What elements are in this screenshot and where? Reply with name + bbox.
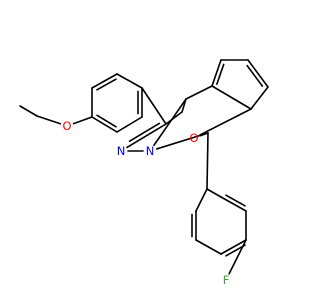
bond-c14-c13 (165, 111, 183, 125)
bond-ar6-ar1-second (96, 114, 117, 128)
bond-c11-c10-second (216, 63, 225, 85)
bond-ar6-ar1 (91, 116, 118, 133)
bond-c12-nA (153, 98, 187, 147)
bond-m2-eO (36, 115, 62, 125)
bond-fp5-fp6-second (225, 194, 246, 207)
bond-c12-c11 (185, 85, 213, 100)
bond-ar2-ar3-second (96, 78, 117, 91)
bond-c14-nN (126, 123, 167, 149)
bond-ar4-c14 (141, 87, 167, 125)
bond-c9-c8-second (246, 64, 264, 87)
bond-c4-nA (155, 132, 209, 150)
atom-label-amine-nitrogen: N (146, 144, 155, 158)
atom-label-ring-oxygen: O (189, 131, 198, 145)
bond-fp4-fF (228, 239, 247, 275)
atom-label-imine-nitrogen: N (117, 144, 126, 158)
canvas-background (0, 0, 300, 300)
bond-ar3-ar4 (116, 73, 143, 89)
atom-labels: O O N N F (62, 119, 229, 287)
bond-fp6-c15 (206, 188, 222, 198)
bond-c7-c11 (211, 85, 252, 110)
atom-label-ether-oxygen: O (62, 119, 71, 133)
bond-c14-nN-second (128, 122, 161, 142)
bond-c11-c10 (211, 59, 222, 87)
chemical-structure: O O N N F (0, 0, 300, 300)
bond-c4-c15 (206, 132, 209, 190)
bond-lines (19, 59, 269, 275)
bond-eO-ar1 (72, 116, 93, 125)
bond-fp5-fp6 (220, 196, 247, 212)
bond-ar5-ar6 (116, 116, 143, 133)
bond-m1-m2 (19, 105, 38, 117)
atom-label-fluorine: F (223, 273, 230, 287)
bond-fp3-fp4 (220, 239, 247, 255)
bond-ar2-ar3 (91, 73, 118, 89)
bond-c15-fp1 (195, 188, 208, 212)
bond-c8-c7 (250, 86, 269, 110)
bond-fp2-fp3 (195, 239, 222, 255)
bond-c7-rO (199, 108, 252, 136)
bond-c9-c8 (247, 59, 269, 88)
